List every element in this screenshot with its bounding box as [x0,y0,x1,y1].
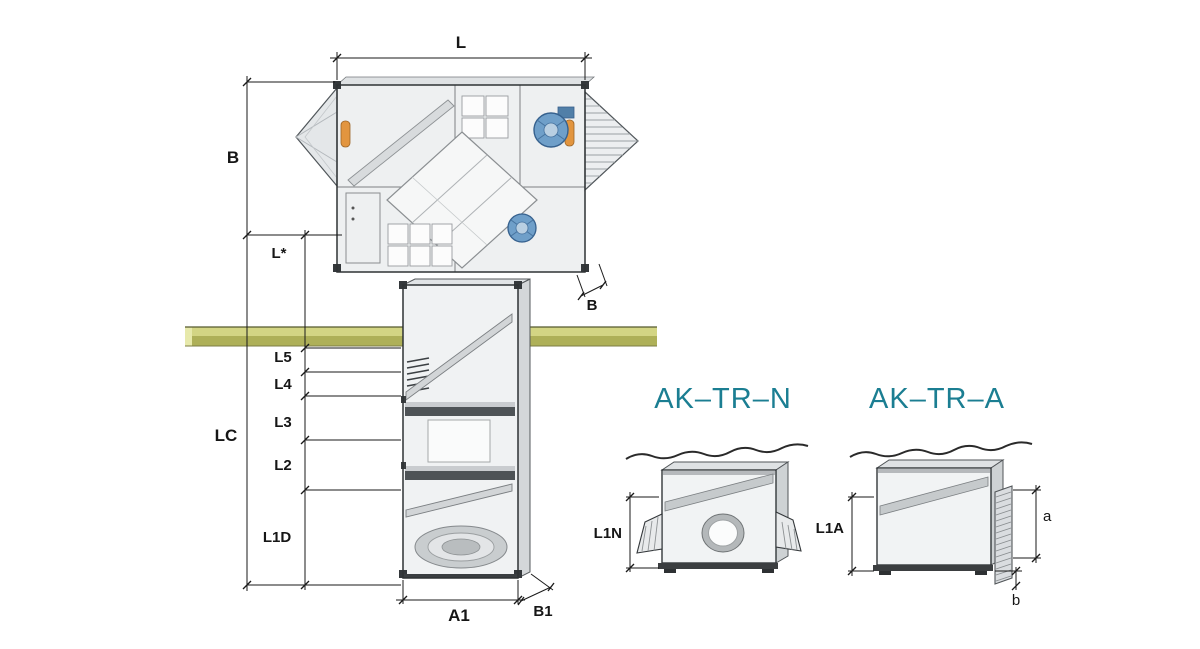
dimension-lines [246,52,1041,604]
dim-label-b1: B1 [533,603,552,620]
aktrn-opening [663,470,775,475]
dim-label-b-depth: B [587,297,598,314]
variant-title-aktra: AK–TR–A [869,383,1005,415]
aktrn-spigot-hole [708,519,738,547]
roof-cut-left [185,327,192,346]
tower-shelf2-top [405,466,515,471]
break-wave-line [625,443,809,460]
aktrn-top-face [660,461,790,471]
tower-duct [399,278,531,579]
aktra-foot [879,571,891,575]
door-dot [351,217,355,221]
dim-label-l1d: L1D [263,529,292,546]
ahu-outline [336,84,586,273]
ahu-filters-lower [387,223,453,267]
fan-lower-icon [507,213,537,243]
detail-aktrn [625,443,809,573]
tower-shelf1 [405,407,515,416]
dim-label-lc: LC [215,426,238,445]
aktrn-slant-panel [664,473,774,512]
tower-base-band [403,574,518,578]
door-dot [351,206,355,210]
aktra-foot [975,571,987,575]
aktrn-foot [664,569,676,573]
tower-lower-damper [405,483,513,518]
aktra-slant-panel [879,476,989,516]
right-hood [584,90,639,192]
motor-left [340,120,351,148]
detail-aktra [849,441,1033,585]
tower-side-face [517,278,531,579]
aktrn-left-hopper [636,513,663,554]
dim-label-a: a [1043,508,1052,525]
aktra-opening [878,468,990,473]
dim-label-l: L [456,33,466,52]
dimension-ticks [242,53,1041,606]
dim-label-l4: L4 [274,376,292,393]
dim-label-a1: A1 [448,606,470,625]
dim-label-l1n: L1N [594,525,622,542]
aktrn-base [658,563,778,569]
tower-silencer [414,525,508,569]
aktra-base [873,565,993,571]
fan-upper-icon [533,106,575,148]
aktra-louver-panel [994,485,1013,585]
dim-label-l5: L5 [274,349,292,366]
ahu-unit [295,76,639,273]
dim-label-lstar: L* [272,245,287,262]
variant-title-aktrn: AK–TR–N [654,383,792,415]
dim-label-l2: L2 [274,457,292,474]
break-wave-line [849,441,1033,458]
ahu-filters-upper [461,95,509,139]
tower-access-panel [427,419,491,463]
ahu-top-face [335,76,596,86]
dim-label-l3: L3 [274,414,292,431]
aktrn-foot [762,569,774,573]
tower-shelf1-top [405,402,515,407]
ahu-left-damper [347,99,455,187]
dim-label-b-upper: B [227,148,239,167]
dim-label-b-small: b [1012,592,1020,609]
aktrn-right-hopper [775,511,802,552]
aktra-top-face [875,459,1005,469]
ahu-door [345,192,381,264]
tower-top-face [402,278,531,286]
tower-outline [402,284,519,579]
left-hood [295,86,338,188]
dim-label-l1a: L1A [816,520,845,537]
tower-shelf2 [405,471,515,480]
